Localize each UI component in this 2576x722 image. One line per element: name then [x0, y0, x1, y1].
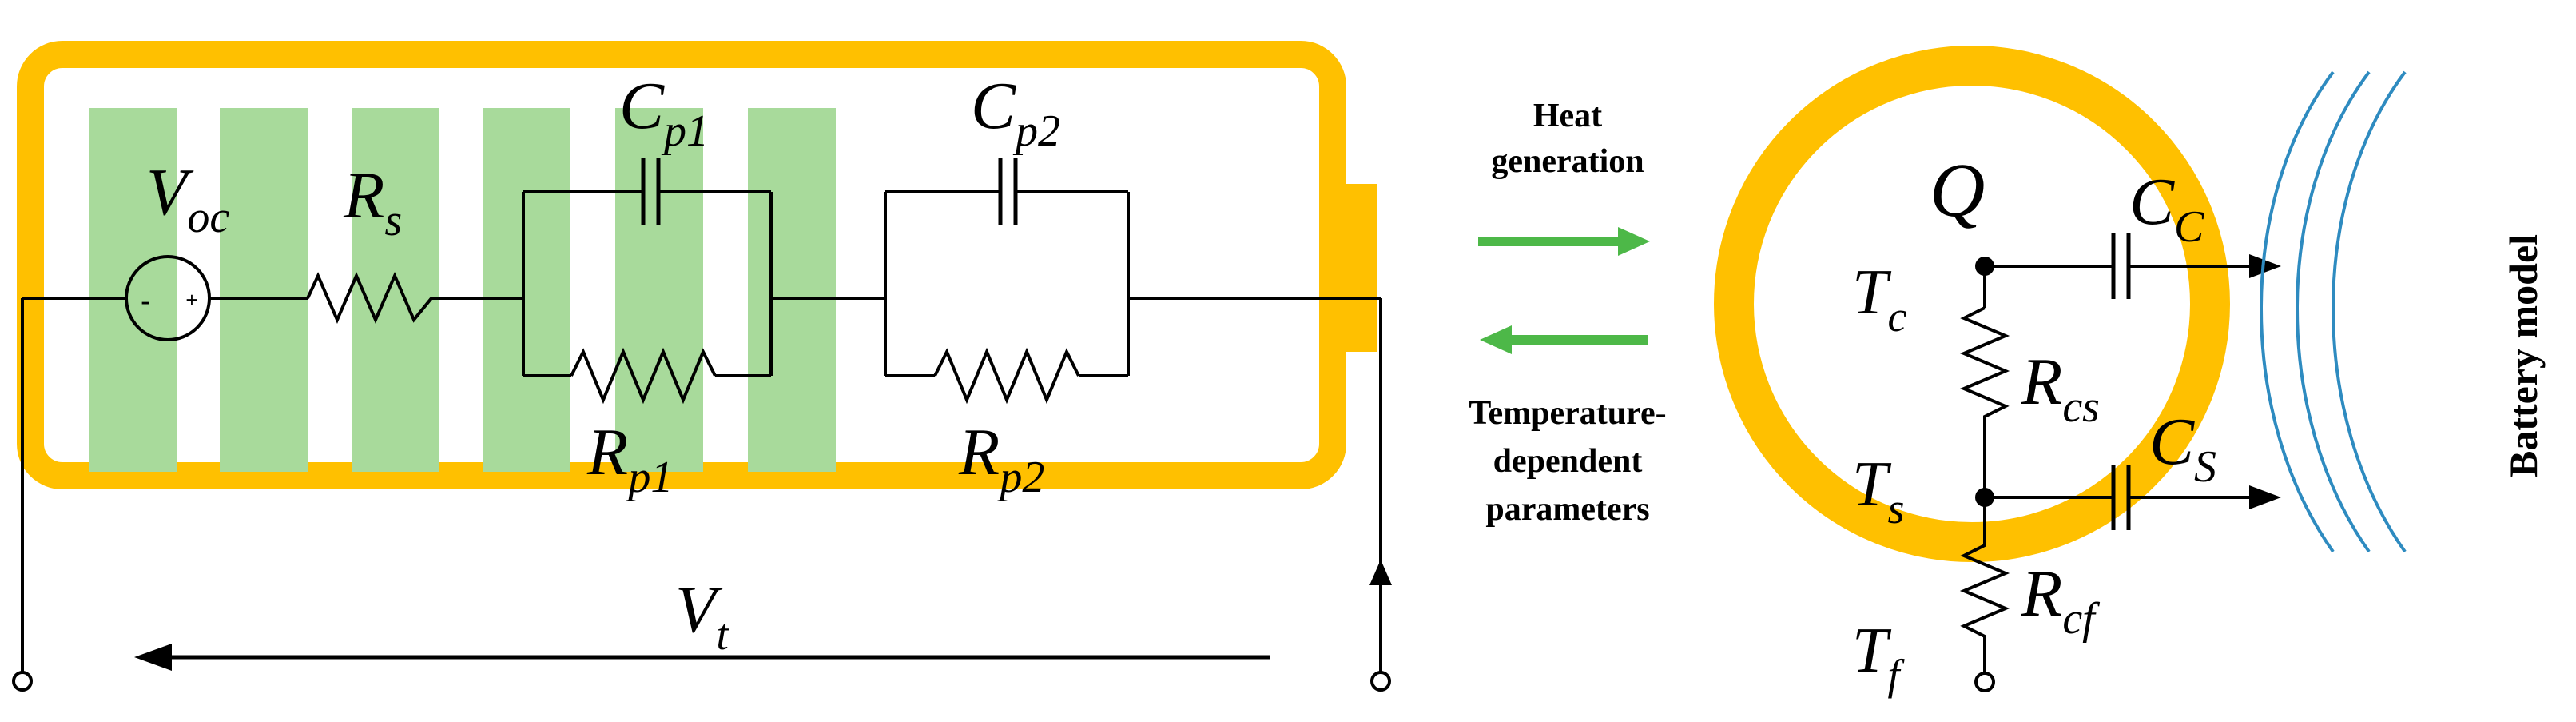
terminal-tf: [1974, 672, 1995, 692]
label-tc: Tc: [1852, 257, 1907, 341]
terminal-left: [12, 671, 33, 692]
label-rcf: Rcf: [2021, 556, 2101, 644]
resistor-rp1: [570, 347, 717, 405]
battery-casing: [17, 41, 1377, 489]
circuit-labels: Voc Rs Cp1 Rp1 Cp2 Rp2 Vt: [146, 69, 1060, 660]
electro-thermal-coupling: Heat generation Temperature- dependent p…: [1469, 98, 1666, 528]
temperature-dependent-line3: parameters: [1485, 491, 1649, 528]
heat-generation-line2: generation: [1491, 143, 1644, 180]
battery-terminal-cap: [1333, 184, 1377, 352]
heat-dissipation-waves: [2260, 70, 2407, 553]
label-ts: Ts: [1852, 449, 1905, 533]
label-tf: Tf: [1852, 616, 1906, 699]
temperature-dependent-line2: dependent: [1493, 443, 1643, 480]
voc-minus-sign: -: [141, 286, 149, 316]
equivalent-circuit: - +: [12, 158, 1392, 692]
label-cp2: Cp2: [971, 69, 1060, 156]
label-rs: Rs: [343, 158, 402, 245]
thermal-model: Q Tc Ts Tf CC CS Rcs Rcf: [1714, 46, 2281, 699]
cell-cross-section-ring: [1714, 46, 2230, 562]
arrow-cc: [2249, 254, 2281, 278]
terminal-right-arrow: [1369, 560, 1392, 585]
voc-plus-sign: +: [185, 288, 197, 312]
label-rcs: Rcs: [2021, 345, 2100, 432]
resistor-rp2: [933, 347, 1080, 405]
temperature-dependent-line1: Temperature-: [1469, 395, 1666, 432]
label-cc: CC: [2129, 165, 2204, 252]
label-rp1: Rp1: [586, 415, 673, 502]
label-q: Q: [1930, 147, 1985, 233]
terminal-right: [1370, 671, 1391, 692]
label-cs: CS: [2149, 405, 2216, 492]
battery-model-label: Battery model: [2501, 234, 2546, 477]
resistor-rcf: [1959, 497, 2010, 673]
label-vt: Vt: [675, 572, 729, 660]
resistor-rs: [306, 271, 433, 325]
resistor-rcs: [1959, 306, 2010, 497]
battery-cells: [89, 108, 836, 472]
heat-generation-line1: Heat: [1533, 98, 1602, 134]
arrow-cs: [2249, 485, 2281, 509]
label-voc: Voc: [146, 155, 229, 242]
label-cp1: Cp1: [619, 69, 709, 156]
label-rp2: Rp2: [958, 415, 1044, 502]
